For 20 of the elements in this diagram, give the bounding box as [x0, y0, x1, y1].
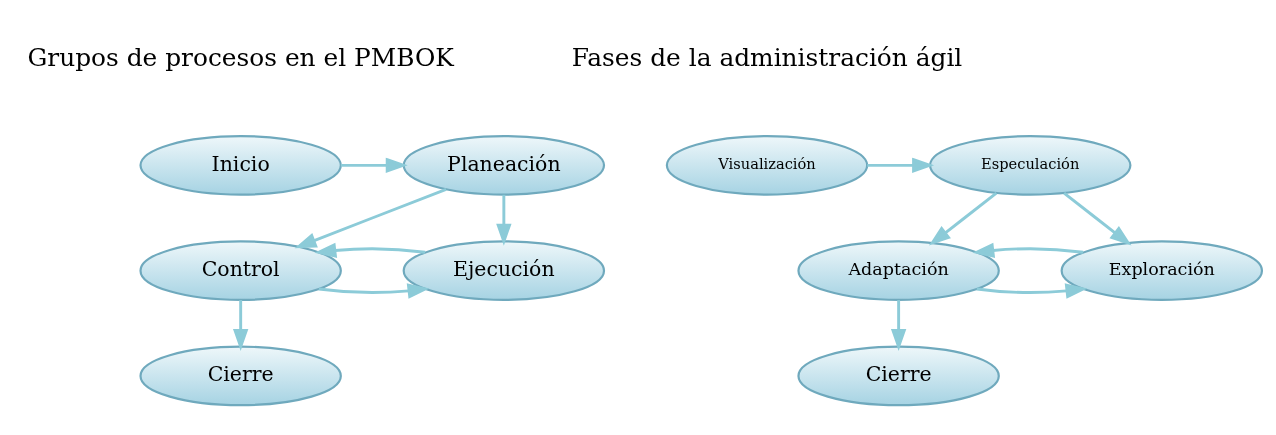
arrow [972, 242, 1084, 258]
node-ellipse: Cierre [139, 345, 342, 406]
arrow [340, 157, 408, 173]
node-ellipse: Inicio [139, 134, 342, 196]
node-ellipse: Planeación [402, 134, 606, 196]
arrow [233, 299, 249, 351]
arrow [318, 282, 430, 299]
arrow [928, 191, 998, 246]
arrow [314, 242, 426, 258]
arrow [294, 187, 447, 248]
arrow [890, 299, 907, 351]
arrow [867, 157, 935, 173]
arrow [496, 194, 512, 246]
node-ellipse: Especulación [928, 134, 1132, 196]
node-ellipse: Cierre [797, 345, 1000, 406]
node-ellipse: Visualización [665, 134, 869, 196]
arrow [1063, 191, 1132, 246]
arrow [976, 282, 1088, 299]
label: Fases de la administración ágil [571, 42, 963, 72]
label: Grupos de procesos en el PMBOK [27, 42, 454, 72]
